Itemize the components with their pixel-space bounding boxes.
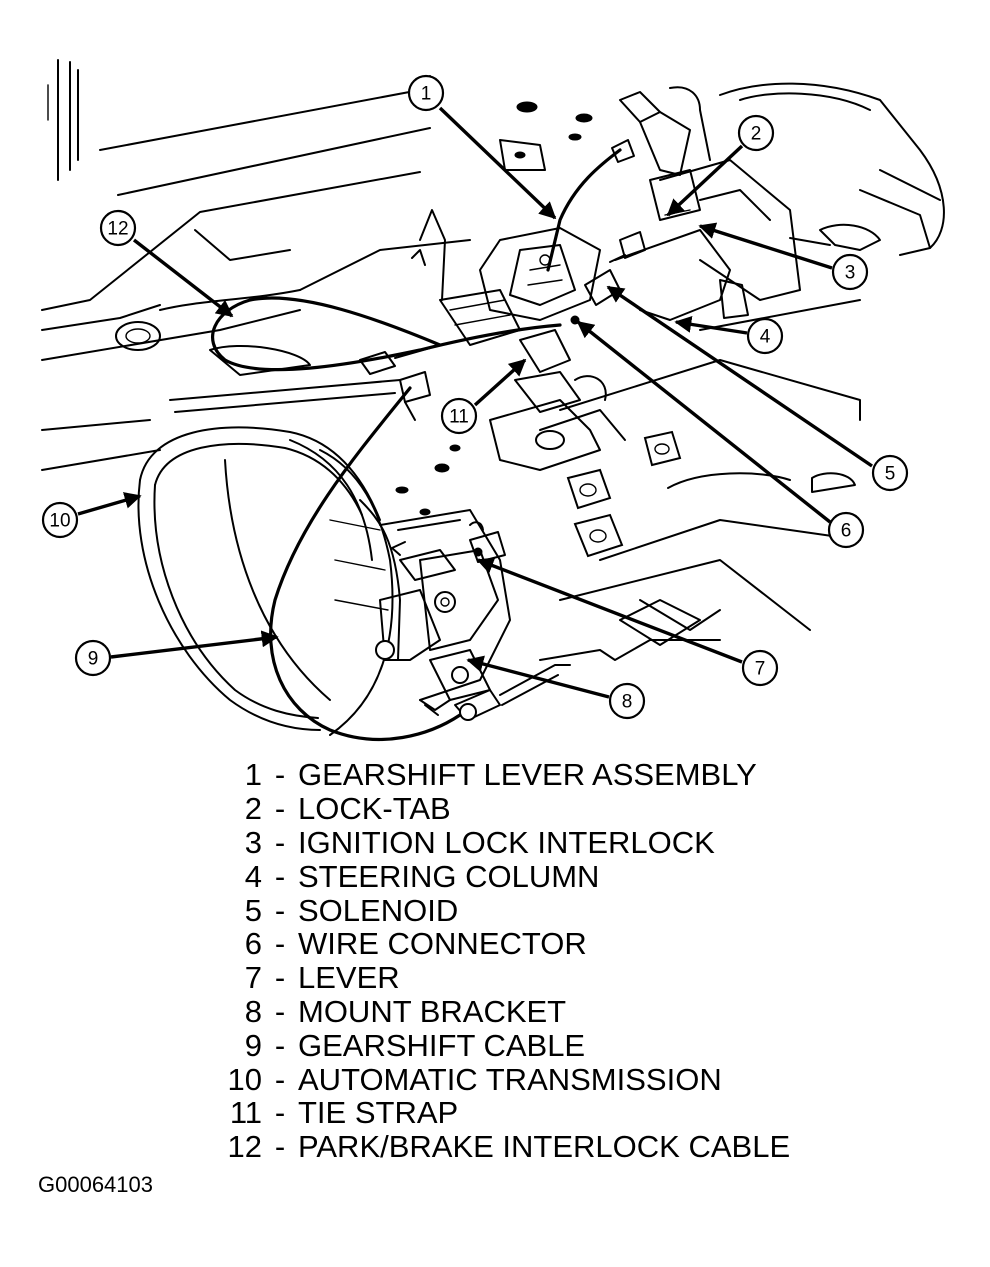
- callout-leader-9: [110, 630, 279, 659]
- legend-label: IGNITION LOCK INTERLOCK: [298, 824, 715, 860]
- legend-separator: -: [274, 1129, 286, 1165]
- legend-item: 1-GEARSHIFT LEVER ASSEMBLY: [196, 758, 836, 792]
- legend-separator: -: [274, 757, 286, 793]
- legend-number: 1: [244, 757, 262, 793]
- legend-item: 12-PARK/BRAKE INTERLOCK CABLE: [196, 1130, 836, 1164]
- legend-separator: -: [274, 960, 286, 996]
- callout-number-10: 10: [49, 511, 70, 532]
- legend-separator: -: [274, 791, 286, 827]
- gearshift-cable: [269, 371, 571, 742]
- legend-number: 3: [244, 824, 262, 860]
- legend-separator: -: [274, 892, 286, 928]
- steering-column: [614, 82, 945, 321]
- legend-number: 7: [244, 960, 262, 996]
- legend-number: 12: [227, 1129, 262, 1165]
- legend-item: 11-TIE STRAP: [196, 1096, 836, 1130]
- legend-number: 11: [229, 1095, 262, 1131]
- callout-leader-11: [473, 358, 527, 407]
- legend-label: WIRE CONNECTOR: [298, 926, 587, 962]
- legend-item: 7-LEVER: [196, 961, 836, 995]
- callout-circle-5: [871, 454, 909, 492]
- legend-label: GEARSHIFT LEVER ASSEMBLY: [298, 757, 757, 793]
- callout-circle-10: [41, 501, 79, 539]
- callout-circle-11: [440, 397, 478, 435]
- callout-circle-3: [831, 253, 869, 291]
- tie-strap-bracket: [489, 329, 626, 471]
- legend-separator: -: [274, 858, 286, 894]
- callout-leader-2: [666, 144, 744, 217]
- callout-circle-6: [827, 511, 865, 549]
- callout-circle-1: [407, 74, 445, 112]
- callout-number-7: 7: [755, 659, 766, 680]
- legend-number: 6: [244, 926, 262, 962]
- legend-separator: -: [274, 926, 286, 962]
- callout-number-3: 3: [845, 263, 856, 284]
- callout-leader-5: [606, 285, 873, 468]
- legend-label: TIE STRAP: [298, 1095, 459, 1131]
- legend-label: STEERING COLUMN: [298, 858, 600, 894]
- callout-leader-10: [77, 492, 142, 516]
- callout-leader-6: [576, 320, 832, 524]
- legend-item: 6-WIRE CONNECTOR: [196, 927, 836, 961]
- legend-item: 5-SOLENOID: [196, 893, 836, 927]
- callout-leader-1: [438, 106, 557, 220]
- callout-circle-7: [741, 649, 779, 687]
- legend-label: SOLENOID: [298, 892, 459, 928]
- callout-number-9: 9: [88, 649, 99, 670]
- callout-number-6: 6: [841, 521, 852, 542]
- callout-circle-12: [99, 209, 137, 247]
- callout-leader-4: [674, 315, 748, 335]
- legend-item: 4-STEERING COLUMN: [196, 859, 836, 893]
- callout-circle-8: [608, 682, 646, 720]
- legend-item: 2-LOCK-TAB: [196, 792, 836, 826]
- legend-number: 4: [244, 858, 262, 894]
- callout-circle-2: [737, 114, 775, 152]
- callout-leader-12: [132, 238, 234, 318]
- callout-leader-3: [698, 222, 833, 270]
- callout-circle-9: [74, 639, 112, 677]
- legend-number: 2: [244, 791, 262, 827]
- callout-leader-8: [466, 655, 610, 699]
- legend-separator: -: [274, 1027, 286, 1063]
- legend-label: AUTOMATIC TRANSMISSION: [298, 1061, 722, 1097]
- legend-separator: -: [274, 824, 286, 860]
- legend-label: GEARSHIFT CABLE: [298, 1027, 586, 1063]
- legend-separator: -: [274, 993, 286, 1029]
- legend-item: 10-AUTOMATIC TRANSMISSION: [196, 1062, 836, 1096]
- legend-number: 5: [244, 892, 262, 928]
- legend-label: LEVER: [298, 960, 400, 996]
- legend-separator: -: [274, 1061, 286, 1097]
- callout-number-12: 12: [107, 219, 128, 240]
- callout-number-2: 2: [751, 124, 762, 145]
- figure-id: G00064103: [38, 1172, 153, 1197]
- callout-leader-7: [476, 557, 743, 664]
- legend-label: LOCK-TAB: [298, 791, 451, 827]
- legend-item: 8-MOUNT BRACKET: [196, 995, 836, 1029]
- callout-number-1: 1: [421, 84, 432, 105]
- legend-label: MOUNT BRACKET: [298, 993, 567, 1029]
- transmission-housing: [137, 426, 511, 736]
- legend-label: PARK/BRAKE INTERLOCK CABLE: [298, 1129, 791, 1165]
- callout-number-4: 4: [760, 327, 771, 348]
- gearshift-lever-assembly: [411, 139, 635, 346]
- park-brake-interlock-cable: [211, 296, 562, 375]
- legend-number: 10: [227, 1061, 262, 1097]
- callout-number-8: 8: [622, 692, 633, 713]
- callout-circle-4: [746, 317, 784, 355]
- legend-separator: -: [274, 1095, 286, 1131]
- callout-number-11: 11: [449, 407, 469, 428]
- legend-number: 9: [244, 1027, 262, 1063]
- legend-item: 9-GEARSHIFT CABLE: [196, 1028, 836, 1062]
- legend-item: 3-IGNITION LOCK INTERLOCK: [196, 826, 836, 860]
- legend-number: 8: [244, 993, 262, 1029]
- callout-number-5: 5: [885, 464, 896, 485]
